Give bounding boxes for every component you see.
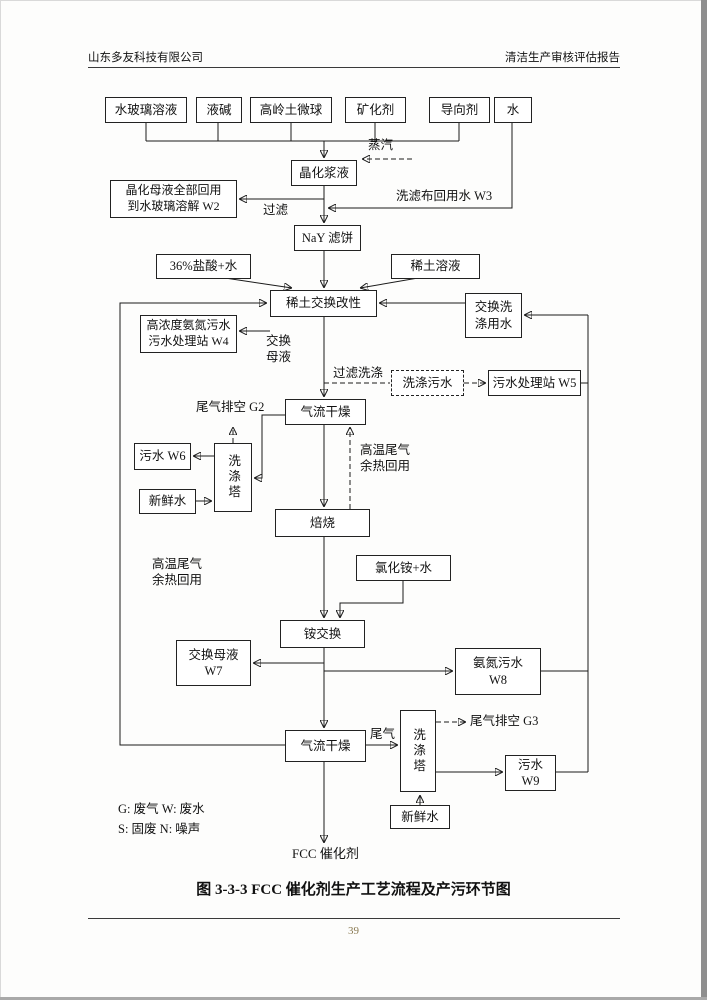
connector-resolution-to-re-exchange xyxy=(360,277,419,288)
label-filter-wash: 过滤洗涤 xyxy=(333,366,384,380)
label-g3-vent: 尾气排空 G3 xyxy=(470,714,539,728)
box-rare-earth-solution: 稀土溶液 xyxy=(391,254,480,279)
label-exchange-mother-liquor-line2: 母液 xyxy=(266,350,292,364)
box-caustic: 液碱 xyxy=(196,97,242,123)
connector-acid-to-re-exchange xyxy=(224,277,292,288)
page-edge-top xyxy=(0,0,701,1)
box-scrubber-tower-1-label: 洗涤塔 xyxy=(226,454,241,501)
page-edge-bottom xyxy=(0,997,707,1000)
box-w9-line1: 污水 xyxy=(517,757,543,772)
box-ammonium-exchange: 铵交换 xyxy=(280,620,365,648)
box-water-glass: 水玻璃溶液 xyxy=(105,97,187,123)
box-directing-agent: 导向剂 xyxy=(429,97,490,123)
label-heat-reuse-mid-line1: 高温尾气 xyxy=(360,443,411,457)
connector-nh4cl-to-nh4exchange xyxy=(340,581,404,618)
box-w8-line1: 氨氮污水 xyxy=(472,656,523,671)
box-crystal-slurry: 晶化浆液 xyxy=(291,160,357,186)
box-w4-treatment-station: 高浓度氨氮污水 污水处理站 W4 xyxy=(140,315,237,353)
box-water: 水 xyxy=(494,97,532,123)
label-steam: 蒸汽 xyxy=(368,138,394,152)
box-kaolin: 高岭土微球 xyxy=(250,97,332,123)
label-exchange-mother-liquor: 交换 母液 xyxy=(266,333,291,365)
box-w4-line2: 污水处理站 W4 xyxy=(148,334,229,348)
label-heat-reuse-left-line2: 余热回用 xyxy=(152,573,203,587)
box-w8-ammonia-sewage: 氨氮污水 W8 xyxy=(455,648,541,695)
box-exchange-wash-water-line2: 涤用水 xyxy=(474,316,513,331)
box-w6-sewage: 污水 W6 xyxy=(134,443,191,470)
box-nay-filter-cake: NaY 滤饼 xyxy=(294,225,361,251)
box-w5-treatment-station: 污水处理站 W5 xyxy=(488,370,581,396)
box-w8-line2: W8 xyxy=(488,672,508,687)
box-ammonium-chloride-water: 氯化铵+水 xyxy=(356,555,451,581)
label-fcc-catalyst-product: FCC 催化剂 xyxy=(292,846,359,861)
box-roasting: 焙烧 xyxy=(275,509,370,537)
box-scrubber-tower-2: 洗涤塔 xyxy=(400,710,436,792)
label-heat-reuse-mid: 高温尾气 余热回用 xyxy=(360,442,410,474)
box-w4-line1: 高浓度氨氮污水 xyxy=(146,318,231,333)
connector-feed-drops xyxy=(145,123,460,142)
box-exchange-wash-water: 交换洗 涤用水 xyxy=(465,293,522,338)
box-exchange-wash-water-line1: 交换洗 xyxy=(474,300,513,315)
box-mother-liquor-reuse-line1: 晶化母液全部回用 xyxy=(125,183,222,198)
header-company: 山东多友科技有限公司 xyxy=(88,52,203,64)
box-mother-liquor-reuse-line2: 到水玻璃溶解 W2 xyxy=(127,199,220,213)
page-edge-left xyxy=(0,0,1,1000)
page-edge-right xyxy=(701,0,707,1000)
box-wash-sewage: 洗涤污水 xyxy=(391,370,464,396)
box-w9-sewage: 污水 W9 xyxy=(505,755,556,791)
box-w7-line2: W7 xyxy=(204,664,223,678)
label-w3-reuse-water: 洗滤布回用水 W3 xyxy=(396,189,493,203)
connector-dry1-to-scrubber1 xyxy=(254,414,285,478)
box-airflow-drying-2: 气流干燥 xyxy=(285,730,366,762)
label-exchange-mother-liquor-line1: 交换 xyxy=(266,334,292,348)
box-mother-liquor-reuse-w2: 晶化母液全部回用 到水玻璃溶解 W2 xyxy=(110,180,237,218)
label-heat-reuse-left: 高温尾气 余热回用 xyxy=(152,556,202,588)
connector-water-to-filter-w3 xyxy=(328,123,513,208)
box-mineralizer: 矿化剂 xyxy=(345,97,406,123)
footer-rule xyxy=(88,918,620,919)
box-fresh-water-2: 新鲜水 xyxy=(390,805,450,829)
figure-caption: 图 3-3-3 FCC 催化剂生产工艺流程及产污环节图 xyxy=(196,882,511,898)
box-airflow-drying-1: 气流干燥 xyxy=(285,399,366,425)
label-heat-reuse-left-line1: 高温尾气 xyxy=(152,557,203,571)
box-scrubber-tower-1: 洗涤塔 xyxy=(214,443,252,512)
label-g2-vent: 尾气排空 G2 xyxy=(196,400,265,414)
box-hcl-water: 36%盐酸+水 xyxy=(156,254,251,279)
box-fresh-water-1: 新鲜水 xyxy=(139,489,196,514)
connector-heat-reuse-loop xyxy=(119,303,285,746)
legend-line-2: S: 固废 N: 噪声 xyxy=(118,822,201,836)
page-number: 39 xyxy=(348,925,359,937)
box-scrubber-tower-2-label: 洗涤塔 xyxy=(411,727,426,775)
label-heat-reuse-mid-line2: 余热回用 xyxy=(360,459,411,473)
label-filter: 过滤 xyxy=(263,203,289,217)
legend-line-1: G: 废气 W: 废水 xyxy=(118,802,205,816)
box-w7-line1: 交换母液 xyxy=(188,647,239,662)
box-w9-line2: W9 xyxy=(521,774,540,788)
box-rare-earth-exchange: 稀土交换改性 xyxy=(270,290,377,317)
box-w7-exchange-liquor: 交换母液 W7 xyxy=(176,640,251,686)
label-tail-gas: 尾气 xyxy=(370,727,396,741)
header-report-title: 清洁生产审核评估报告 xyxy=(505,52,620,64)
header-rule xyxy=(88,67,620,68)
